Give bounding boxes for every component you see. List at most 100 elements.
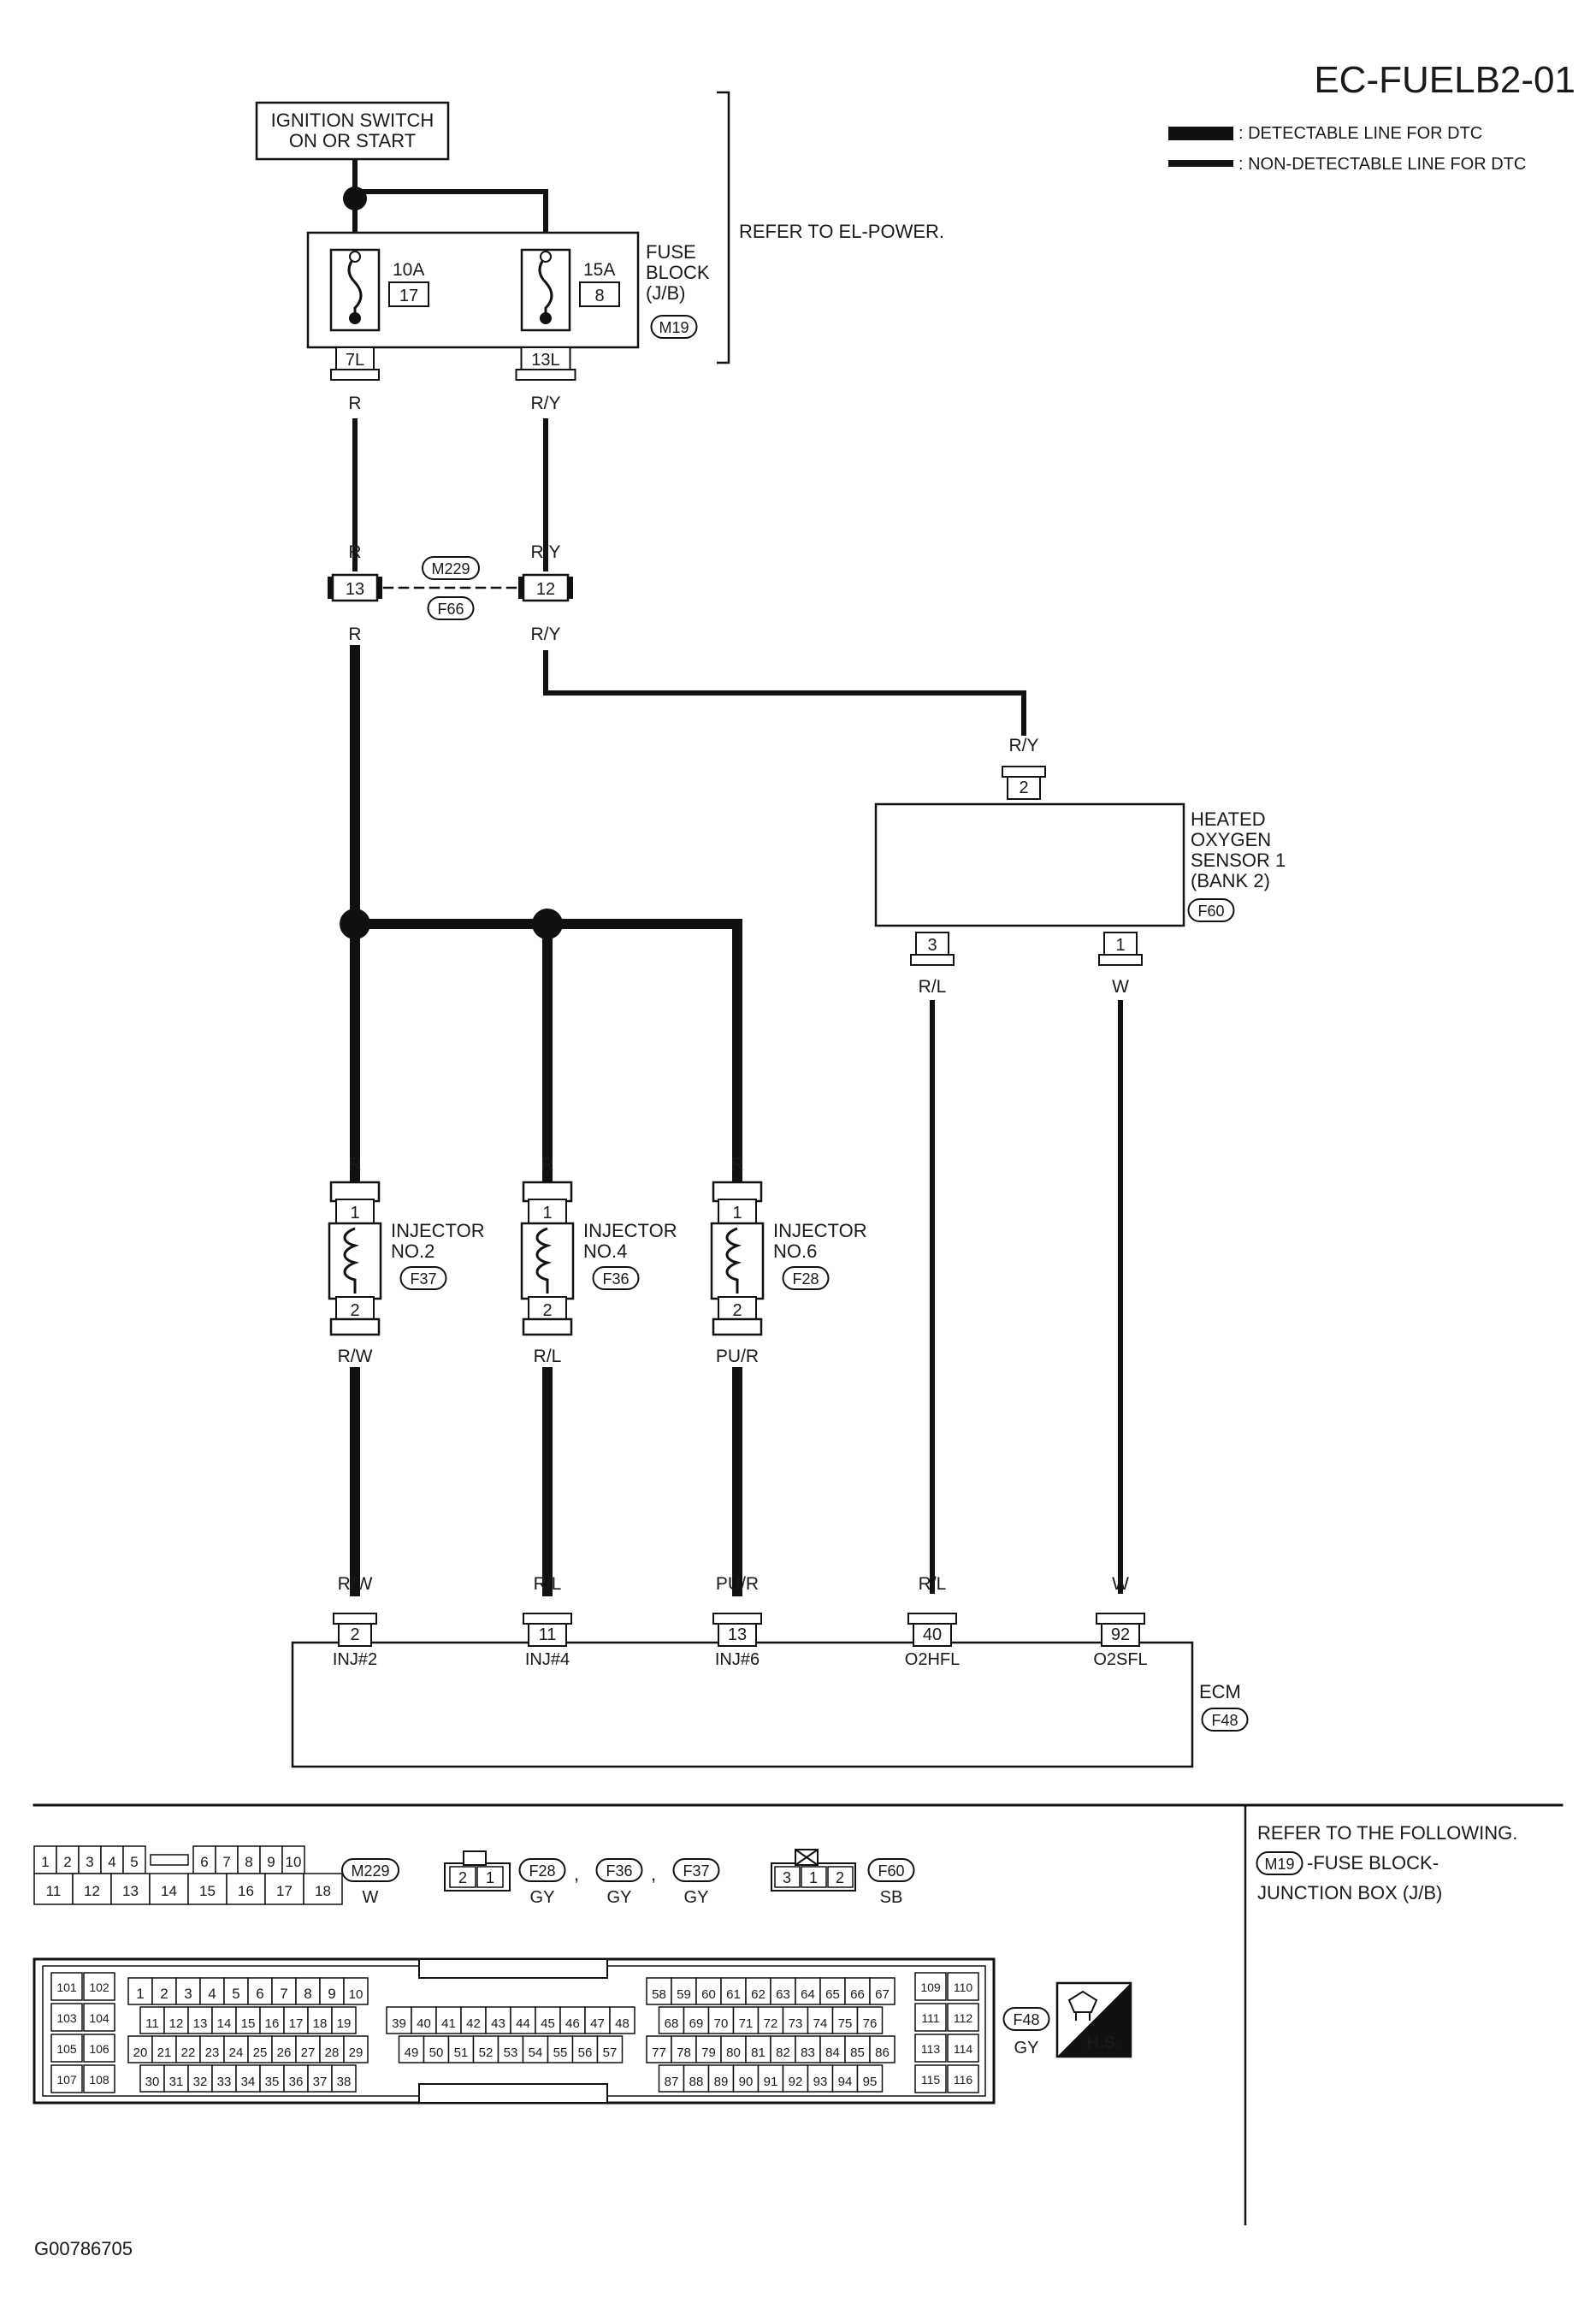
ecm-view-pin-48-text: 48: [615, 2016, 630, 2031]
fuse-2-terminal-text: 13L: [531, 351, 559, 370]
f60-key: [795, 1849, 819, 1866]
injector-1-connector: [399, 1266, 447, 1290]
ecm-view-pin-56: [571, 2035, 599, 2063]
m229-pin-8: [237, 1845, 261, 1874]
m229-pin-3-text: 3: [86, 1854, 93, 1870]
ecm-view-pin-106-text: 106: [89, 2042, 109, 2056]
m229-pin-17-text: 17: [276, 1883, 293, 1899]
m229-pin-11-text: 11: [46, 1883, 62, 1899]
ecm-view-pin-112-text: 112: [954, 2011, 973, 2025]
fuse-2-number: 8: [594, 287, 604, 305]
o2-connector: [1187, 898, 1235, 922]
ecm-view-pin-25-text: 25: [253, 2046, 268, 2060]
joint-lower-connector-text: F66: [437, 601, 464, 618]
refer-following-line2: -FUSE BLOCK-: [1307, 1852, 1439, 1874]
ecm-view-pin-58: [646, 1977, 672, 2005]
f60-pin-3-text: 3: [783, 1869, 791, 1886]
m229-pin-18-text: 18: [315, 1883, 331, 1899]
labels-layer: EC-FUELB2-01: DETECTABLE LINE FOR DTC: N…: [34, 59, 1575, 2259]
ecm-view-connector: [1002, 2007, 1050, 2031]
ecm-view-pin-46-text: 46: [565, 2016, 580, 2031]
ecm-term-2-wire: R/W: [338, 1574, 373, 1594]
ecm-view-pin-26-text: 26: [277, 2046, 292, 2060]
o2-label-2: SENSOR 1: [1191, 850, 1286, 871]
ecm-view-pin-21: [151, 2035, 177, 2063]
m229-pin-17: [264, 1873, 304, 1905]
ecm-view-pin-39-text: 39: [392, 2016, 406, 2031]
ecm-view-pin-15: [235, 2006, 261, 2034]
injector-2-pin-top-text: 1: [542, 1204, 552, 1223]
ecm-view-pin-22: [175, 2035, 201, 2063]
ecm-view-pin-20-text: 20: [133, 2046, 148, 2060]
ecm-term-11-name: INJ#4: [525, 1650, 570, 1669]
injector-1-name2: NO.2: [391, 1240, 434, 1262]
m229-pin-2-text: 2: [63, 1854, 71, 1870]
injector-1-coil: [343, 1227, 360, 1294]
fuse-block-connector: [650, 315, 698, 339]
fuse-2-top-ring: [540, 251, 552, 263]
injector-3-pin-top-text: 1: [732, 1204, 742, 1223]
ecm-view-pin-67-text: 67: [875, 1987, 890, 2002]
fuse-2-wire-color: R/Y: [530, 394, 560, 413]
fuse-1-element: [347, 256, 363, 320]
ecm-view-pin-111: [914, 2003, 947, 2032]
ecm-view-pin-105: [50, 2034, 83, 2063]
fuse-block-label-1: BLOCK: [646, 262, 710, 283]
inj-plug-sep-0: ,: [574, 1863, 579, 1885]
legend-detectable-text: : DETECTABLE LINE FOR DTC: [1238, 124, 1482, 143]
ecm-view-pin-5: [223, 1977, 249, 2005]
f60-view-connector: [867, 1858, 915, 1882]
ecm-view-pin-48: [609, 2006, 635, 2034]
ecm-view-pin-64-text: 64: [801, 1987, 815, 2002]
m229-pin-15: [187, 1873, 228, 1905]
f60-view-connector-text: F60: [878, 1862, 904, 1880]
ecm-view-pin-23: [199, 2035, 225, 2063]
ecm-view-pin-1-text: 1: [136, 1986, 144, 2002]
ecm-view-pin-76-text: 76: [863, 2016, 878, 2031]
inj-plug-pin-1: [476, 1866, 504, 1888]
ecm-view-pin-80-text: 80: [726, 2046, 741, 2060]
m229-pin-14-text: 14: [161, 1883, 177, 1899]
o2-input-pin-housing: [1002, 766, 1046, 778]
ecm-view-pin-38: [331, 2064, 357, 2093]
ecm-view-pin-102: [83, 1972, 115, 2001]
ecm-view-pin-112: [947, 2003, 979, 2032]
ecm-view-pin-94-text: 94: [838, 2075, 853, 2089]
o2-out-wire-3: R/L: [919, 977, 947, 997]
injector-1-pin-top-text: 1: [350, 1204, 359, 1223]
inj-plug-color-F28: GY: [530, 1888, 555, 1907]
ecm-view-pin-13-text: 13: [193, 2016, 208, 2031]
fuse-1-amps: 10A: [393, 260, 424, 280]
ecm-view-pin-116: [947, 2064, 979, 2093]
injector-2-bottom-housing: [522, 1317, 573, 1336]
m229-pin-6: [192, 1845, 216, 1874]
ecm-view-pin-10-text: 10: [349, 1987, 364, 2002]
ecm-view-pin-31: [163, 2064, 189, 2093]
ecm-view-pin-95-text: 95: [863, 2075, 878, 2089]
inj-plug-key: [463, 1850, 487, 1866]
ecm-view-pin-62-text: 62: [751, 1987, 765, 2002]
injector-3-pin-top: [718, 1199, 757, 1224]
ecm-view-pin-57-text: 57: [603, 2046, 618, 2060]
hs-connector-icon: [1067, 1990, 1098, 2021]
ecm-view-pin-103-text: 103: [56, 2011, 77, 2025]
ecm-view-pin-44-text: 44: [516, 2016, 530, 2031]
injector-3-coil: [725, 1227, 742, 1294]
refer-bracket: [717, 91, 730, 364]
ecm-view-pin-2: [151, 1977, 177, 2005]
injector-2-name2: NO.4: [583, 1240, 627, 1262]
ecm-view-pin-85-text: 85: [850, 2046, 865, 2060]
m229-pin-4: [100, 1845, 124, 1874]
ecm-view-pin-12: [163, 2006, 189, 2034]
ecm-view-pin-115-text: 115: [921, 2073, 941, 2087]
ecm-view-pin-59: [671, 1977, 697, 2005]
ecm-view-pin-8-text: 8: [304, 1986, 311, 2002]
ecm-view-pin-61-text: 61: [726, 1987, 741, 2002]
ecm-view-pin-36-text: 36: [289, 2075, 304, 2089]
ecm-view-pin-21-text: 21: [157, 2046, 172, 2060]
ecm-view-pin-44: [510, 2006, 536, 2034]
ecm-view-pin-35-text: 35: [265, 2075, 280, 2089]
m229-pin-12: [72, 1873, 112, 1905]
ecm-view-pin-78-text: 78: [677, 2046, 691, 2060]
f60-pin-2-text: 2: [836, 1869, 844, 1886]
